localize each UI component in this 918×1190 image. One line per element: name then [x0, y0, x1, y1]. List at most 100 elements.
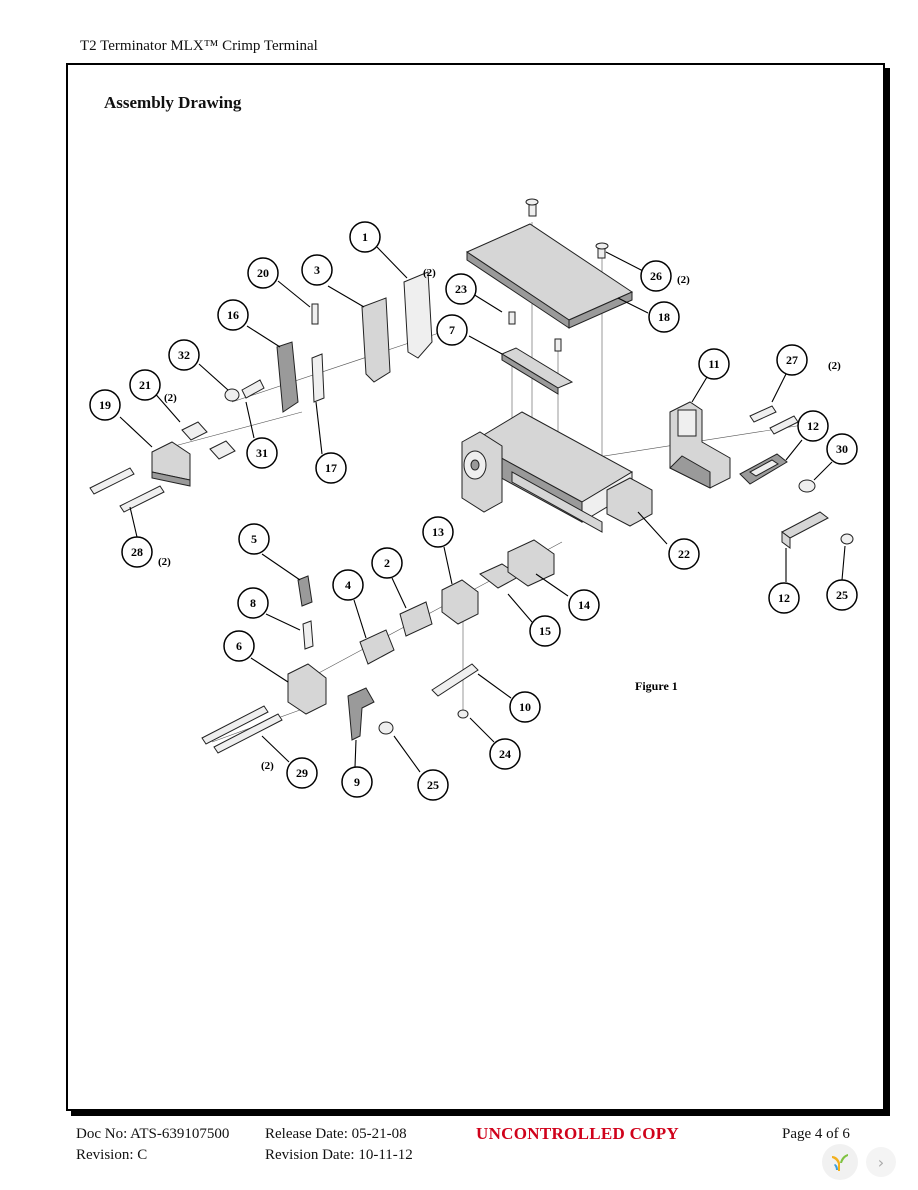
callout-4: 4 [332, 569, 364, 601]
callout-26: 26 [640, 260, 672, 292]
callout-12-lower: 12 [768, 582, 800, 614]
top-plate-part [465, 198, 634, 329]
callout-2: 2 [371, 547, 403, 579]
callout-32: 32 [168, 339, 200, 371]
svg-text:2: 2 [384, 556, 390, 570]
callout-28: 28 [121, 536, 153, 568]
svg-text:22: 22 [678, 547, 690, 561]
svg-text:27: 27 [786, 353, 798, 367]
guide-rail-part [500, 311, 574, 395]
svg-text:17: 17 [325, 461, 337, 475]
callout-13: 13 [422, 516, 454, 548]
callout-23: 23 [445, 273, 477, 305]
callout-15: 15 [529, 615, 561, 647]
svg-text:25: 25 [427, 778, 439, 792]
callout-25-right: 25 [826, 579, 858, 611]
svg-text:26: 26 [650, 269, 662, 283]
base-assembly-part [461, 411, 653, 533]
crimp-plates-part [276, 271, 433, 413]
svg-text:30: 30 [836, 442, 848, 456]
callout-19: 19 [89, 389, 121, 421]
footer-revision-date: Revision Date: 10-11-12 [265, 1147, 413, 1163]
rear-cover-part [89, 421, 236, 513]
callout-30: 30 [826, 433, 858, 465]
svg-text:32: 32 [178, 348, 190, 362]
callout-24: 24 [489, 738, 521, 770]
svg-text:29: 29 [296, 766, 308, 780]
svg-text:12: 12 [778, 591, 790, 605]
callout-9: 9 [341, 766, 373, 798]
callout-8: 8 [237, 587, 269, 619]
footer-release-date: Release Date: 05-21-08 [265, 1126, 407, 1142]
svg-text:10: 10 [519, 700, 531, 714]
drawing-frame: Assembly Drawing [66, 63, 885, 1111]
viewer-widget: › [822, 1144, 908, 1180]
callout-16: 16 [217, 299, 249, 331]
qty-label-27: (2) [828, 360, 841, 372]
callout-12-upper: 12 [797, 410, 829, 442]
bracket-part [669, 401, 731, 489]
svg-text:6: 6 [236, 639, 242, 653]
svg-text:4: 4 [345, 578, 351, 592]
svg-text:31: 31 [256, 446, 268, 460]
chevron-right-icon[interactable]: › [866, 1147, 896, 1177]
svg-text:13: 13 [432, 525, 444, 539]
qty-label-1: (2) [423, 267, 436, 279]
callout-3: 3 [301, 254, 333, 286]
svg-text:3: 3 [314, 263, 320, 277]
svg-text:16: 16 [227, 308, 239, 322]
callout-29: 29 [286, 757, 318, 789]
svg-text:20: 20 [257, 266, 269, 280]
screws-right [749, 405, 854, 545]
callout-11: 11 [698, 348, 730, 380]
qty-label-28: (2) [158, 556, 171, 568]
callout-18: 18 [648, 301, 680, 333]
qty-label-21: (2) [164, 392, 177, 404]
footer-doc-no: Doc No: ATS-639107500 [76, 1126, 230, 1142]
callout-6: 6 [223, 630, 255, 662]
figure-label: Figure 1 [635, 679, 678, 693]
callout-31: 31 [246, 437, 278, 469]
svg-text:21: 21 [139, 378, 151, 392]
svg-text:9: 9 [354, 775, 360, 789]
section-title: Assembly Drawing [104, 93, 242, 112]
spacer-pin-part [224, 303, 319, 402]
callout-20: 20 [247, 257, 279, 289]
document-header-title: T2 Terminator MLX™ Crimp Terminal [80, 38, 318, 54]
svg-text:19: 19 [99, 398, 111, 412]
callout-21: 21 [129, 369, 161, 401]
lower-bracket-part [781, 511, 829, 549]
svg-text:7: 7 [449, 323, 455, 337]
svg-text:14: 14 [578, 598, 590, 612]
uncontrolled-copy-status: UNCONTROLLED COPY [476, 1124, 679, 1143]
svg-text:23: 23 [455, 282, 467, 296]
callout-25-lower: 25 [417, 769, 449, 801]
svg-text:28: 28 [131, 545, 143, 559]
callout-5: 5 [238, 523, 270, 555]
svg-text:11: 11 [708, 357, 719, 371]
callout-1: 1 [349, 221, 381, 253]
leader-lines [119, 246, 846, 773]
svg-text:1: 1 [362, 230, 368, 244]
callout-27: 27 [776, 344, 808, 376]
callout-22: 22 [668, 538, 700, 570]
qty-label-26: (2) [677, 274, 690, 286]
callout-17: 17 [315, 452, 347, 484]
svg-text:18: 18 [658, 310, 670, 324]
viewer-logo-icon [822, 1144, 858, 1180]
svg-text:5: 5 [251, 532, 257, 546]
svg-text:25: 25 [836, 588, 848, 602]
footer-page-number: Page 4 of 6 [782, 1126, 850, 1142]
lower-tooling-part [201, 539, 555, 754]
callout-10: 10 [509, 691, 541, 723]
qty-label-29: (2) [261, 760, 274, 772]
svg-text:15: 15 [539, 624, 551, 638]
callout-7: 7 [436, 314, 468, 346]
footer-revision: Revision: C [76, 1147, 148, 1163]
svg-text:12: 12 [807, 419, 819, 433]
svg-text:24: 24 [499, 747, 511, 761]
side-plate-part [739, 453, 788, 485]
svg-text:8: 8 [250, 596, 256, 610]
callout-14: 14 [568, 589, 600, 621]
